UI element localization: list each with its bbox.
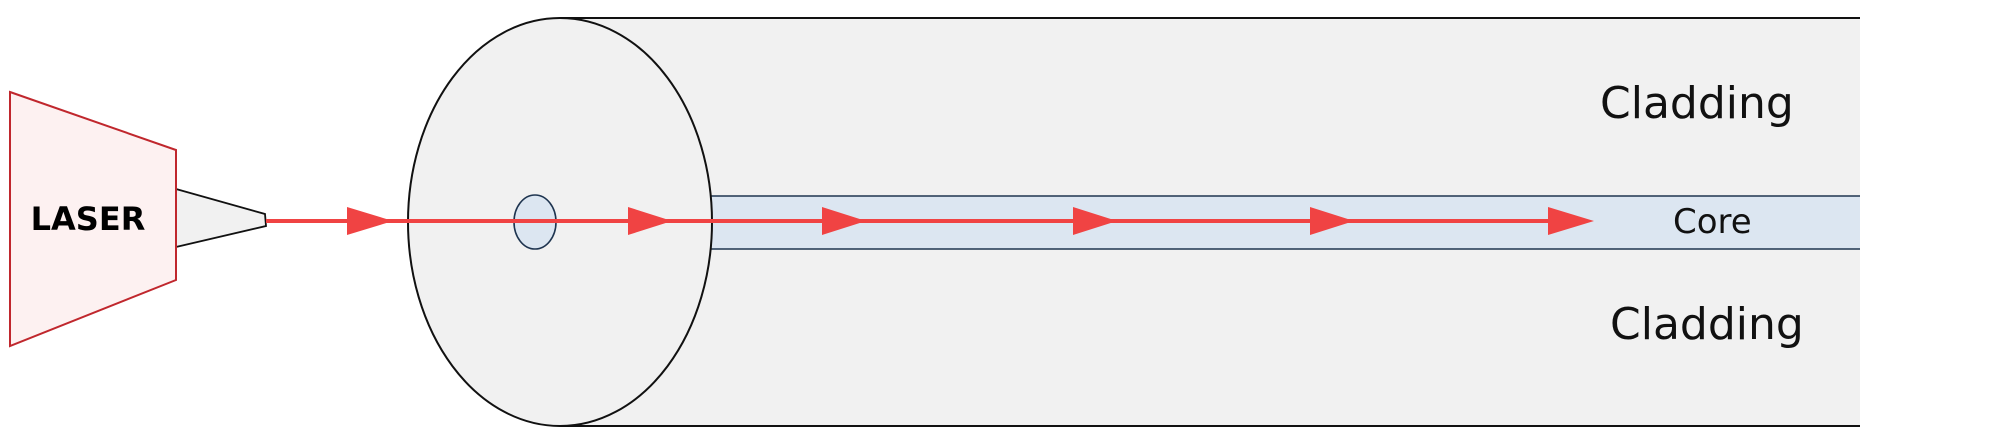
laser-body (9, 90, 177, 348)
beam-arrowhead (1073, 207, 1117, 235)
cladding-bottom-label: Cladding (1610, 299, 1804, 350)
laser-label: LASER (31, 200, 146, 238)
laser-nozzle (175, 187, 267, 249)
beam-arrowhead (822, 207, 866, 235)
beam-arrowhead (1310, 207, 1354, 235)
cladding-top-label: Cladding (1600, 78, 1794, 129)
beam-arrowhead (628, 207, 672, 235)
light-beam (266, 207, 1594, 235)
beam-arrowhead (347, 207, 393, 235)
laser-source: LASER (9, 90, 267, 348)
beam-arrowhead (1548, 207, 1594, 235)
core-label: Core (1673, 202, 1752, 242)
